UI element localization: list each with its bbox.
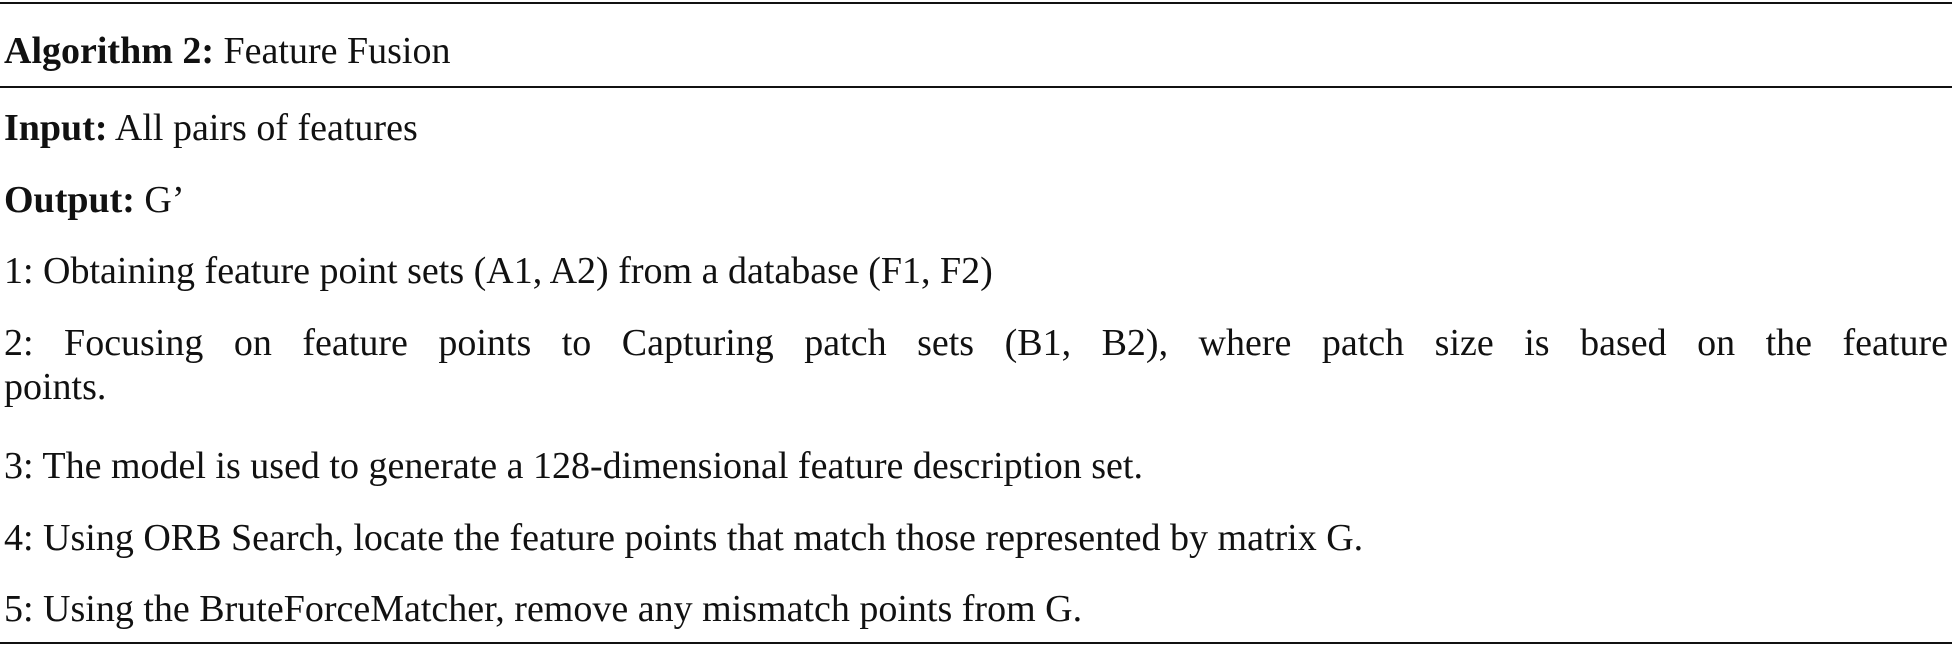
step-4: 4: Using ORB Search, locate the feature … (4, 517, 1364, 559)
output-label: Output: (4, 179, 135, 221)
top-rule (0, 2, 1952, 4)
output-line: Output: G’ (4, 178, 1948, 222)
algorithm-name: Feature Fusion (223, 30, 451, 72)
step-3: 3: The model is used to generate a 128-d… (4, 445, 1143, 487)
step-1: 1: Obtaining feature point sets (A1, A2)… (4, 250, 993, 292)
header-rule (0, 86, 1952, 88)
input-line: Input: All pairs of features (4, 106, 1948, 150)
step-2-line-2: points. (4, 366, 107, 408)
bottom-rule (0, 642, 1952, 644)
algorithm-label: Algorithm 2: (4, 30, 215, 72)
step-2: 2: Focusing on feature points to Capturi… (4, 321, 1948, 409)
step-2-line-1: 2: Focusing on feature points to Capturi… (4, 322, 1948, 364)
algorithm-title: Algorithm 2: Feature Fusion (4, 29, 1948, 73)
output-value: G’ (144, 179, 185, 221)
input-label: Input: (4, 107, 108, 149)
input-value: All pairs of features (114, 107, 418, 149)
step-5: 5: Using the BruteForceMatcher, remove a… (4, 588, 1083, 630)
